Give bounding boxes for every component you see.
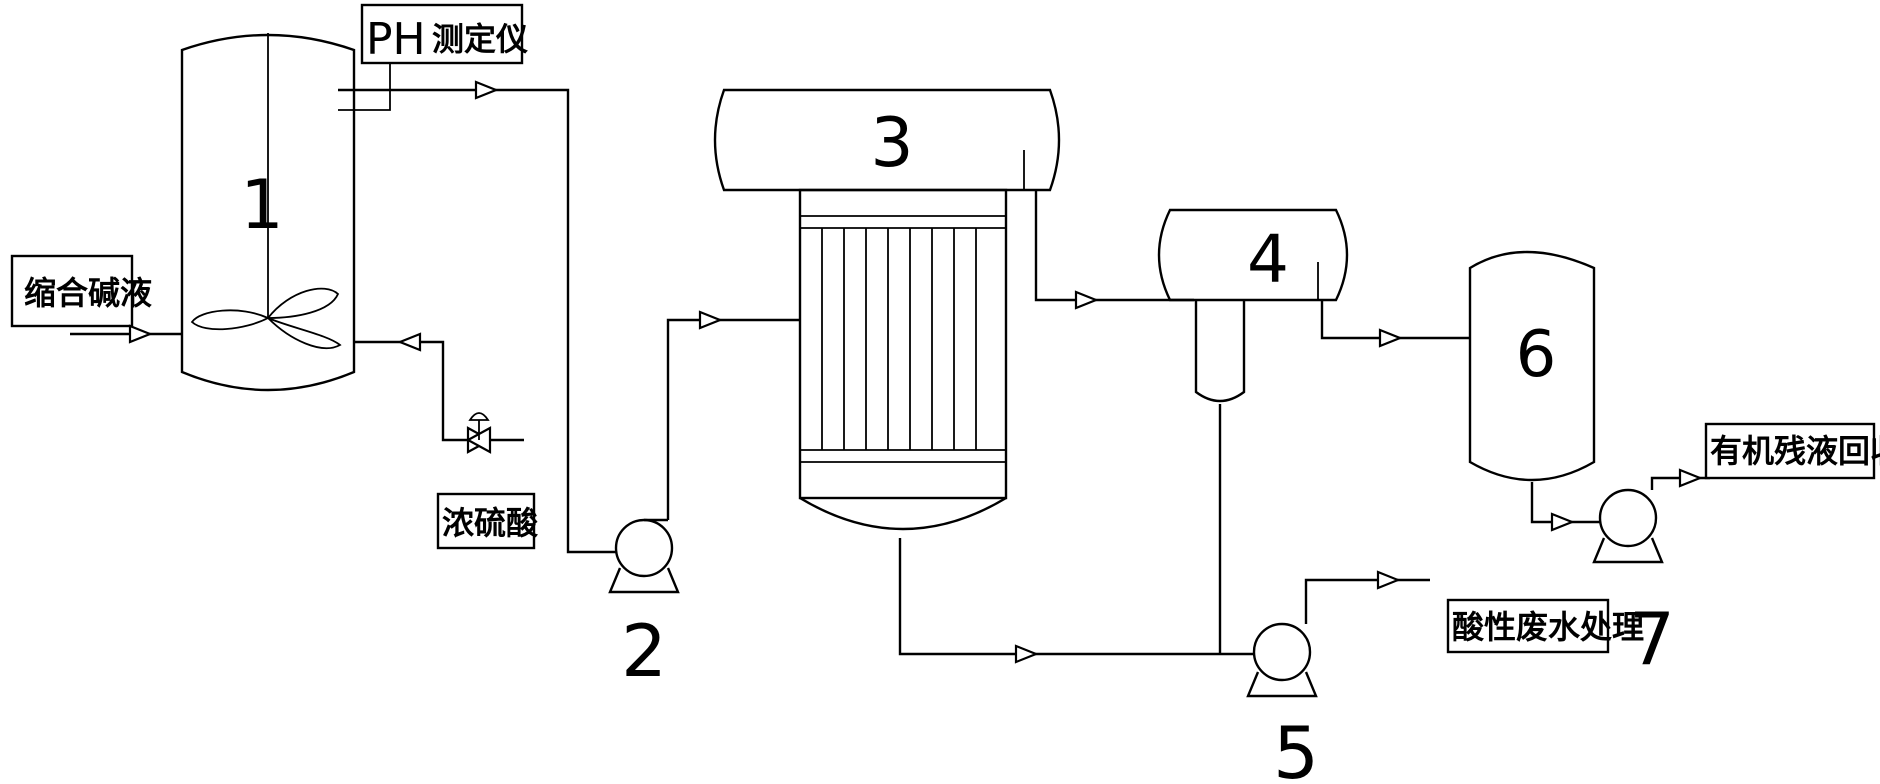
- equipment-number-2: 2: [621, 609, 667, 693]
- sulfuric-acid-inlet: [354, 332, 536, 550]
- equipment-number-6: 6: [1516, 318, 1557, 392]
- valve-icon: [465, 412, 493, 454]
- flow-arrow-alkali: [128, 324, 153, 344]
- ph-meter-label-box: [360, 3, 524, 65]
- flow-arrow-to-tank6: [1378, 328, 1403, 348]
- sulfuric-acid-label: 浓硫酸: [442, 504, 539, 542]
- pump-5: [1246, 622, 1318, 698]
- acid-water-collection-line: [898, 404, 1254, 664]
- equipment-number-1: 1: [240, 166, 283, 245]
- ph-label: PH: [366, 14, 426, 65]
- flow-arrow-to-separator: [1074, 290, 1099, 310]
- acid-label-box: [436, 492, 536, 550]
- alkali-label-box: [10, 254, 134, 328]
- separator-4: [1157, 208, 1349, 403]
- acid-wastewater-label: 酸性废水处理: [1452, 608, 1644, 646]
- condenser-outlet-line: [1034, 190, 1194, 310]
- separator-to-tank-line: [1320, 300, 1470, 348]
- reactor-outlet-line: [338, 80, 616, 554]
- flow-arrow-organic-residue: [1678, 468, 1703, 488]
- alkali-label: 缩合碱液: [24, 274, 152, 312]
- pump5-discharge-line: [1304, 570, 1610, 654]
- flow-arrow-reactor-out: [474, 80, 499, 100]
- reactor-vessel-1: [180, 33, 356, 392]
- tank-6: [1468, 250, 1596, 482]
- pump2-discharge-line: [666, 310, 800, 520]
- equipment-number-7: 7: [1629, 597, 1675, 681]
- pump7-discharge-line: [1650, 422, 1876, 490]
- ph-meter-label: 测定仪: [432, 20, 528, 58]
- acid-wastewater-label-box: [1446, 598, 1610, 654]
- alkali-inlet: [10, 254, 182, 344]
- flow-arrow-acid: [397, 332, 422, 352]
- flow-arrow-pump2-out: [698, 310, 723, 330]
- flow-arrow-to-pump7: [1550, 512, 1575, 532]
- condenser-tubes: [821, 228, 977, 450]
- organic-residue-label-box: [1704, 422, 1876, 480]
- pump-7: [1592, 488, 1664, 564]
- ph-meter: [338, 3, 524, 111]
- tank-to-pump7-line: [1530, 482, 1600, 532]
- organic-residue-label: 有机残液回收: [1710, 432, 1880, 470]
- flow-arrow-to-pump5: [1014, 644, 1039, 664]
- equipment-number-3: 3: [870, 104, 913, 183]
- pump-2: [608, 518, 680, 594]
- condenser-3: [713, 88, 1061, 531]
- equipment-number-5: 5: [1273, 711, 1319, 784]
- equipment-number-4: 4: [1247, 221, 1289, 298]
- flow-arrow-acid-wastewater: [1376, 570, 1401, 590]
